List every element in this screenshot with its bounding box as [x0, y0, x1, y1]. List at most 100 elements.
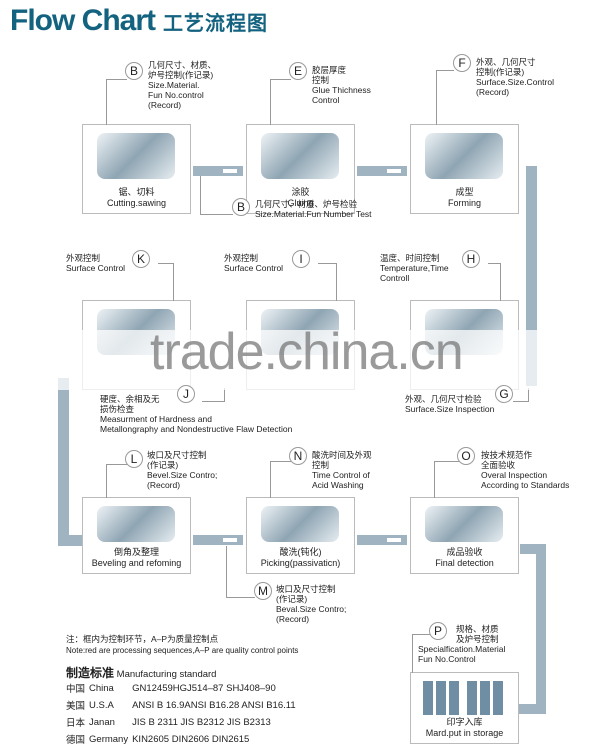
- text: Metallongraphy and Nondestructive Flaw D…: [100, 424, 293, 434]
- connector: [412, 634, 430, 673]
- control-point-p: P: [429, 622, 447, 640]
- text: Beval.Size Contro;: [276, 604, 347, 614]
- label-l: 坡口及尺寸控制(作记录)Bevel.Size Contro;(Record): [147, 450, 217, 490]
- text: 控制: [312, 460, 330, 470]
- text: (作记录): [147, 460, 179, 470]
- text: Fun No.control: [148, 90, 204, 100]
- note-cn: 注：框内为控制环节，A–P为质量控制点: [66, 634, 219, 644]
- control-point-k: K: [132, 250, 150, 268]
- connector: [488, 263, 501, 301]
- text: 几何尺寸、材质、: [148, 60, 217, 70]
- step-en: Gluing: [287, 198, 314, 208]
- control-point-f: F: [453, 54, 471, 72]
- step-en: Final detection: [435, 558, 494, 568]
- text: (Record): [147, 480, 181, 490]
- connector: [513, 388, 529, 402]
- cell: GN12459HGJ514–87 SHJ408–90: [132, 682, 276, 694]
- connector: [270, 79, 291, 125]
- text: 控制: [312, 75, 330, 85]
- step-en: Forming: [447, 198, 481, 208]
- text: Glue Thichness: [312, 85, 371, 95]
- text: (Record): [476, 87, 510, 97]
- text: 酸洗时间及外观: [312, 450, 372, 460]
- control-point-b: B: [232, 198, 250, 216]
- pipe-right-top: [526, 166, 537, 386]
- text: 外观、几何尺寸: [476, 57, 536, 67]
- connector: [202, 388, 225, 402]
- text: Controll: [380, 273, 410, 283]
- text: 损伤检查: [100, 404, 135, 414]
- control-point-n: N: [289, 447, 307, 465]
- step-en: Picking(passivaticn): [260, 558, 341, 568]
- text: 外观控制: [224, 253, 259, 263]
- note: 注：框内为控制环节，A–P为质量控制点 Note:red are processi…: [66, 634, 298, 656]
- cell: 美国: [66, 701, 86, 712]
- note-en: Note:red are processing sequences,A–P ar…: [66, 646, 299, 655]
- text: 规格、材质: [456, 624, 499, 634]
- text: 及炉号控制: [456, 634, 499, 644]
- text: Overal Inspection: [481, 470, 548, 480]
- label-b1: 几何尺寸、材质、炉号控制(作记录)Size.Material.Fun No.co…: [148, 60, 216, 110]
- text: According to Standards: [481, 480, 570, 490]
- control-point-h: H: [462, 250, 480, 268]
- control-point-m: M: [254, 582, 272, 600]
- text: 控制(作记录): [476, 67, 525, 77]
- title-en: Flow Chart: [10, 4, 156, 37]
- connector: [270, 461, 291, 498]
- arrow-2: [357, 166, 407, 176]
- connector: [226, 546, 255, 598]
- connector: [106, 79, 127, 125]
- cell: Janan: [89, 716, 115, 728]
- standard-heading: 制造标准 Manufacturing standard: [66, 664, 216, 681]
- text: 全面验收: [481, 460, 516, 470]
- text: (作记录): [276, 594, 308, 604]
- standard-heading-en: Manufacturing standard: [116, 669, 217, 680]
- text: Acid Washing: [312, 480, 364, 490]
- text: 坡口及尺寸控制: [276, 584, 336, 594]
- step-cn: 成型: [455, 187, 474, 197]
- step-cn: 酸洗(钝化): [279, 547, 322, 557]
- cell: KIN2605 DIN2606 DIN2615: [132, 733, 250, 745]
- control-point-g: G: [495, 385, 513, 403]
- pipe-cutting-image: [97, 133, 175, 179]
- pipe-left-bottom: [58, 535, 84, 546]
- control-point-j: J: [177, 385, 195, 403]
- standard-heading-cn: 制造标准: [66, 666, 115, 680]
- cell: 日本: [66, 718, 86, 729]
- connector: [436, 70, 454, 125]
- control-point-b: B: [125, 62, 143, 80]
- storage-rack-icon: [423, 681, 459, 715]
- pipe-left: [58, 378, 69, 546]
- cell: 德国: [66, 735, 86, 746]
- text: Temperature,Time: [380, 263, 449, 273]
- text: 外观、几何尺寸检验: [405, 394, 482, 404]
- step-en: Cutting.sawing: [106, 198, 167, 208]
- text: Surface.Size Inspection: [405, 404, 495, 414]
- text: 温度、时间控制: [380, 253, 440, 263]
- arrow-1: [193, 166, 243, 176]
- control-point-i: I: [292, 250, 310, 268]
- cell: China: [89, 682, 114, 694]
- pipe-right-bottom-h: [520, 544, 546, 554]
- connector: [200, 176, 233, 215]
- watermark: trade.china.cn: [150, 323, 464, 381]
- connector: [106, 464, 127, 498]
- arrow-4: [357, 535, 407, 545]
- pipe-right-bottom: [536, 544, 546, 714]
- pipe-to-storage: [518, 704, 546, 714]
- step-picking: 酸洗(钝化)Picking(passivaticn): [246, 497, 355, 574]
